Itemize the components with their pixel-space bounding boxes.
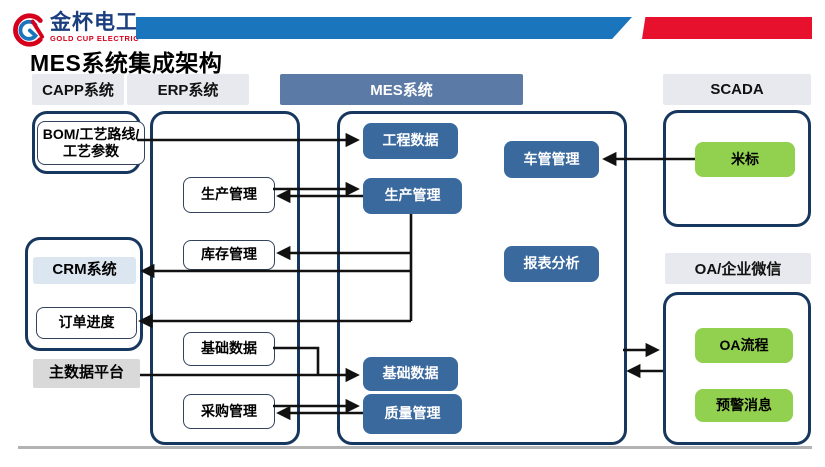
brand-name-cn: 金杯电工 [50,11,138,34]
node-bom: BOM/工艺路线/工艺参数 [37,121,145,165]
page-title: MES系统集成架构 [30,50,223,76]
node-mes-quality: 质量管理 [363,394,462,434]
brand-name-en: GOLD CUP ELECTRIC [50,34,140,43]
banner-blue-bar [136,17,632,39]
node-erp-basic-data: 基础数据 [183,332,275,366]
oa-container [663,292,811,445]
mes-container [337,111,627,445]
group-header-erp: ERP系统 [127,74,249,105]
group-header-capp: CAPP系统 [32,74,124,105]
banner-red-bar [642,17,812,39]
node-crm: CRM系统 [33,257,136,284]
node-mes-vehicle: 车管管理 [504,141,599,178]
node-mes-engineering: 工程数据 [363,123,458,159]
company-logo: 金杯电工 GOLD CUP ELECTRIC [8,12,139,50]
node-order-progress: 订单进度 [36,307,137,339]
node-mes-basic-data: 基础数据 [363,357,458,391]
node-erp-purchase: 采购管理 [183,394,275,429]
group-header-scada: SCADA [663,74,811,105]
node-oa-alert: 预警消息 [695,389,793,422]
bottom-divider-line [18,446,812,449]
node-master-data-platform: 主数据平台 [33,359,140,388]
group-header-oa: OA/企业微信 [665,253,811,284]
node-erp-production: 生产管理 [183,177,275,213]
node-oa-flow: OA流程 [695,328,793,363]
group-header-mes: MES系统 [280,74,523,105]
node-erp-inventory: 库存管理 [183,240,275,270]
scada-container [663,110,811,227]
node-mes-production: 生产管理 [363,178,462,214]
crm-container [25,237,143,351]
goldcup-logo-icon [13,13,45,47]
node-scada-meter: 米标 [695,142,795,177]
node-mes-report: 报表分析 [504,246,599,282]
